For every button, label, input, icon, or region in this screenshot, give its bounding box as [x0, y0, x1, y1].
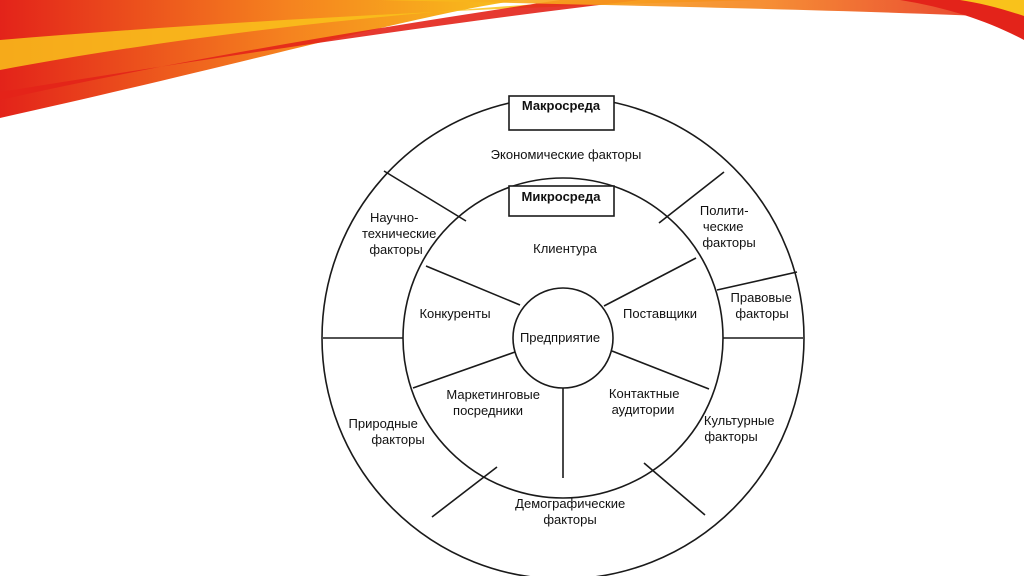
swoosh-corner: [900, 0, 1024, 40]
outer-divider: [643, 462, 706, 516]
center-circle: [512, 287, 614, 389]
center-label: Предприятие: [520, 330, 600, 345]
intermediaries-label: Маркетинговые посредники: [446, 387, 543, 418]
outer-divider: [431, 466, 498, 518]
clients-label: Клиентура: [533, 241, 598, 256]
swoosh-band-4: [380, 0, 1024, 18]
macro-title-box: [508, 95, 615, 131]
economic-factors-label: Экономические факторы: [491, 147, 642, 162]
inner-circle: [402, 177, 724, 499]
inner-divider: [425, 265, 521, 306]
macro-title: Макросреда: [522, 98, 601, 113]
audiences-label: Контактные аудитории: [609, 386, 683, 417]
political-factors-label: Полити- ческие факторы: [700, 203, 756, 250]
swoosh-corner-glow: [960, 0, 1024, 16]
outer-divider: [658, 171, 725, 224]
competitors-label: Конкуренты: [419, 306, 490, 321]
outer-divider: [383, 170, 467, 222]
swoosh-band-1: [0, 0, 520, 118]
outer-divider: [716, 271, 798, 291]
legal-factors-label: Правовые факторы: [731, 290, 796, 321]
scientific-factors-label: Научно- технические факторы: [362, 210, 440, 257]
cultural-factors-label: Культурные факторы: [704, 413, 778, 444]
inner-divider: [611, 350, 710, 390]
inner-divider: [603, 257, 697, 307]
micro-title-box: [508, 185, 615, 217]
micro-title: Микросреда: [522, 189, 602, 204]
demographic-factors-label: Демографические факторы: [515, 496, 629, 527]
swoosh-band-2: [0, 0, 760, 70]
suppliers-label: Поставщики: [623, 306, 697, 321]
inner-divider: [412, 351, 516, 389]
natural-factors-label: Природные факторы: [349, 416, 425, 447]
